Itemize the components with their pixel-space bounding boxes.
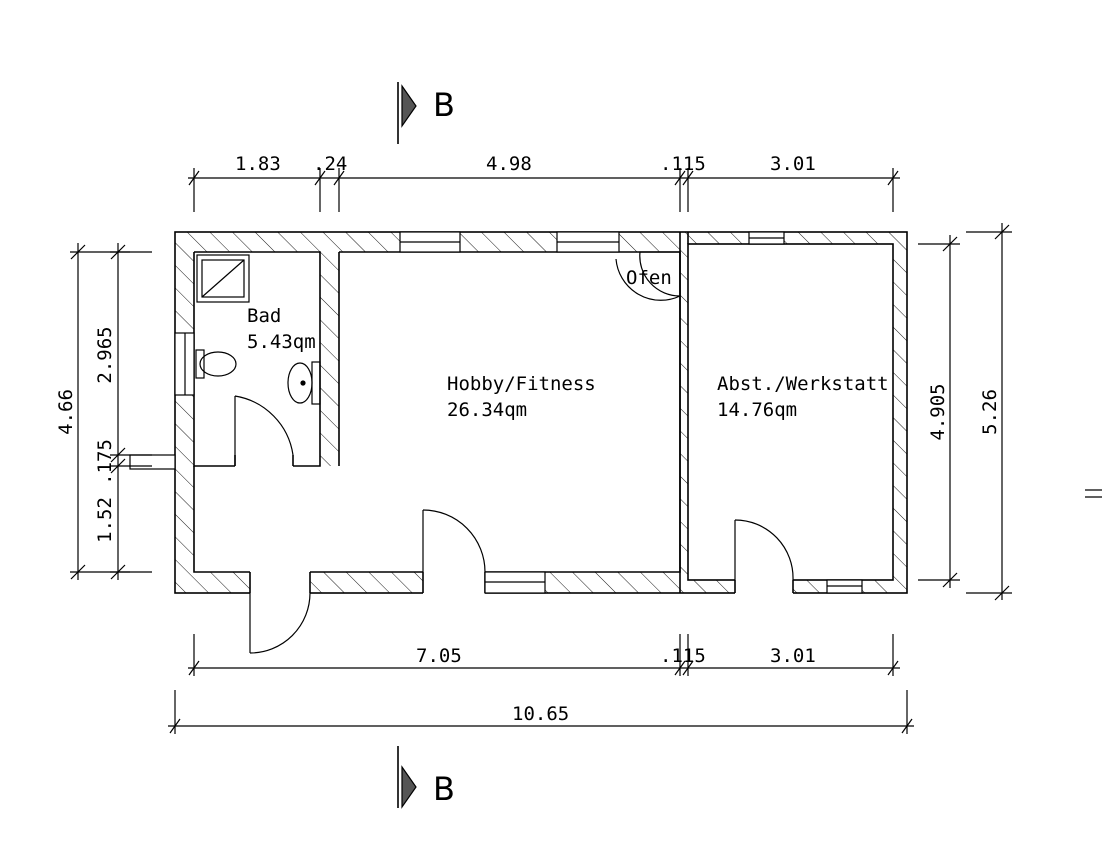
dim-right-outer: 5.26 (979, 389, 1001, 435)
dim-top-2: .24 (313, 153, 347, 175)
shower-tray (196, 254, 250, 303)
dim-bottom-3: 3.01 (770, 645, 816, 667)
doors (234, 395, 794, 654)
dim-top-4: .115 (660, 153, 706, 175)
section-marker-top: B (397, 82, 455, 144)
washbasin (287, 361, 321, 405)
dim-bottom-2: .115 (660, 645, 706, 667)
dim-left-inner-3: 1.52 (94, 497, 116, 543)
room-area-hobby: 26.34qm (447, 399, 527, 421)
wall-hatch (175, 232, 907, 593)
toilet (195, 349, 237, 379)
dim-left-outer: 4.66 (55, 389, 77, 435)
room-labels: Bad 5.43qm Hobby/Fitness 26.34qm Abst./W… (247, 305, 889, 421)
dim-left-inner-2: .175 (94, 439, 116, 485)
openings (234, 455, 794, 600)
dim-top-5: 3.01 (770, 153, 816, 175)
room-name-bad: Bad (247, 305, 281, 327)
room-name-werkstatt: Abst./Werkstatt (717, 373, 889, 395)
dimension-chain-bottom (188, 634, 900, 676)
dimension-chain-top (188, 168, 900, 212)
section-marker-bottom: B (397, 746, 455, 809)
room-area-bad: 5.43qm (247, 331, 316, 353)
dim-top-1: 1.83 (235, 153, 281, 175)
dimension-right-inner (918, 235, 960, 588)
room-area-werkstatt: 14.76qm (717, 399, 797, 421)
dimension-overall (168, 690, 914, 734)
stove-ofen: Ofen (615, 251, 681, 301)
dimension-right-outer (966, 223, 1012, 601)
dim-bottom-1: 7.05 (416, 645, 462, 667)
dimension-left-inner (110, 243, 152, 580)
edge-mark (1085, 489, 1102, 498)
dim-right-inner: 4.905 (927, 383, 949, 440)
section-label-top: B (433, 86, 455, 124)
dim-overall: 10.65 (512, 703, 569, 725)
dim-left-inner-1: 2.965 (94, 326, 116, 383)
ofen-label: Ofen (626, 267, 672, 289)
section-label-bottom: B (433, 770, 455, 808)
room-name-hobby: Hobby/Fitness (447, 373, 596, 395)
windows (129, 231, 863, 594)
dim-top-3: 4.98 (486, 153, 532, 175)
